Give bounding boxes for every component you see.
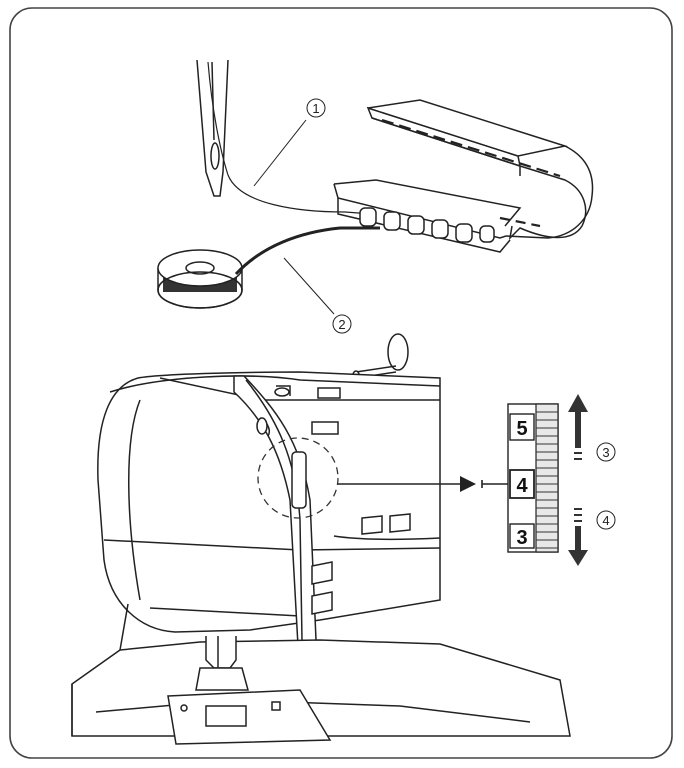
callout-1-label: 1: [312, 101, 319, 116]
callout-1: 1: [253, 98, 326, 187]
callout-4-label: 4: [602, 513, 609, 528]
sewing-machine: [71, 333, 571, 745]
tension-dial-closeup: 5 4 3: [481, 394, 588, 566]
callout-3: 3: [596, 442, 616, 462]
machine-bed: [71, 639, 571, 737]
presser-foot-icon: [195, 636, 249, 691]
needle-plate: [167, 689, 332, 745]
callout-2-label: 2: [338, 317, 345, 332]
dial-number-current: 4: [516, 475, 528, 497]
figure-frame: [9, 7, 673, 759]
fabric-layers: [333, 99, 594, 253]
dial-number-lower: 3: [516, 527, 527, 549]
machine-buttons: [311, 513, 441, 615]
pointer-arrow: [338, 476, 476, 492]
tension-dial-window: [291, 451, 307, 509]
callout-2: 2: [283, 257, 352, 334]
increase-arrow-icon: [568, 394, 588, 460]
bobbin-icon: [157, 249, 243, 309]
machine-head: [97, 371, 441, 633]
dial-number-upper: 5: [516, 418, 527, 440]
stitch-illustration: [157, 59, 594, 309]
callout-3-label: 3: [602, 445, 609, 460]
dial-highlight-circle: [257, 437, 339, 519]
needle-icon: [196, 59, 229, 197]
decrease-arrow-icon: [568, 508, 588, 566]
needle-thread: [207, 61, 373, 215]
callout-4: 4: [596, 510, 616, 530]
bobbin-thread: [234, 226, 380, 276]
spool-pin-icon: [352, 333, 409, 380]
